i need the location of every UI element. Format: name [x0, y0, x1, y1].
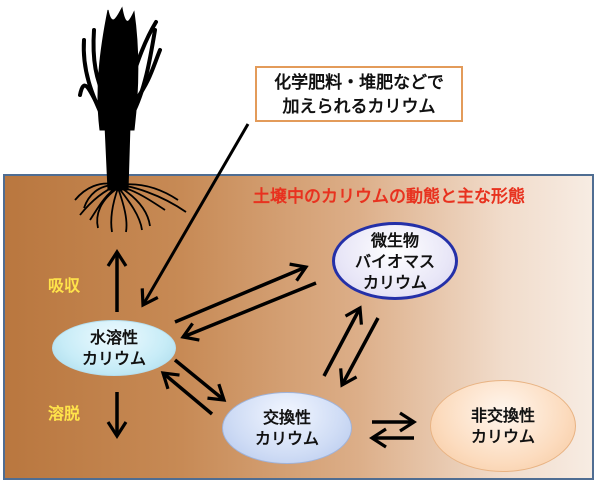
node-line: 交換性: [262, 408, 311, 427]
arrow-exchangeable-to-water: [160, 371, 214, 416]
callout-line-2: 加えられるカリウム: [282, 97, 436, 117]
node-microbial-biomass-potassium: 微生物 バイオマス カリウム: [332, 222, 458, 300]
arrow-microbial-to-exchangeable: [339, 317, 380, 388]
arrow-microbial-to-water: [180, 281, 317, 342]
node-line: バイオマス: [354, 251, 435, 271]
fertilizer-callout: 化学肥料・堆肥などで 加えられるカリウム: [255, 66, 463, 122]
node-line: カリウム: [81, 349, 146, 368]
arrow-water-to-microbial: [174, 262, 309, 324]
arrow-exchangeable-to-microbial: [322, 305, 363, 377]
arrow-water-to-exchangeable: [173, 358, 227, 402]
node-line: カリウム: [362, 272, 427, 292]
absorption-label: 吸収: [48, 276, 81, 295]
node-line: カリウム: [254, 429, 319, 448]
node-non-exchangeable-potassium: 非交換性 カリウム: [430, 380, 576, 472]
callout-line-1: 化学肥料・堆肥などで: [274, 73, 444, 93]
node-water-soluble-potassium: 水溶性 カリウム: [52, 320, 176, 376]
node-line: 水溶性: [89, 328, 138, 347]
node-line: 微生物: [370, 230, 419, 250]
arrow-fertilizer-to-water: [140, 123, 250, 308]
node-line: カリウム: [470, 427, 535, 446]
leaching-label: 溶脱: [48, 404, 81, 423]
node-line: 非交換性: [470, 406, 535, 425]
node-exchangeable-potassium: 交換性 カリウム: [222, 392, 352, 464]
diagram-title: 土壌中のカリウムの動態と主な形態: [253, 187, 525, 207]
